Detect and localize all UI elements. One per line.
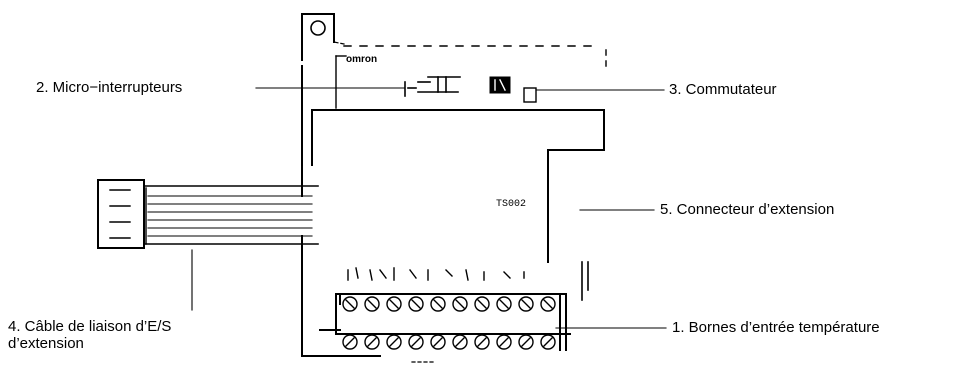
dip-switches [405,77,460,96]
callout-io-cable-line2: d’extension [8,335,308,352]
leader-lines [192,88,666,328]
rotary-switch [490,77,536,102]
mounting-tab [302,14,344,60]
callout-rotary-switch: 3. Commutateur [669,81,777,98]
callout-io-cable: 4. Câble de liaison d’E/S d’extension [8,318,308,352]
callout-expansion-connector: 5. Connecteur d’extension [660,201,834,218]
callout-temperature-terminals: 1. Bornes d’entrée température [672,319,880,336]
callout-dip-switches: 2. Micro−interrupteurs [36,79,182,96]
main-body [302,66,604,356]
io-cable [98,180,318,248]
callout-io-cable-line1: 4. Câble de liaison d’E/S [8,318,308,335]
terminal-block [320,268,570,362]
model-label: TS002 [496,199,526,210]
brand-logo: omron [346,54,377,65]
